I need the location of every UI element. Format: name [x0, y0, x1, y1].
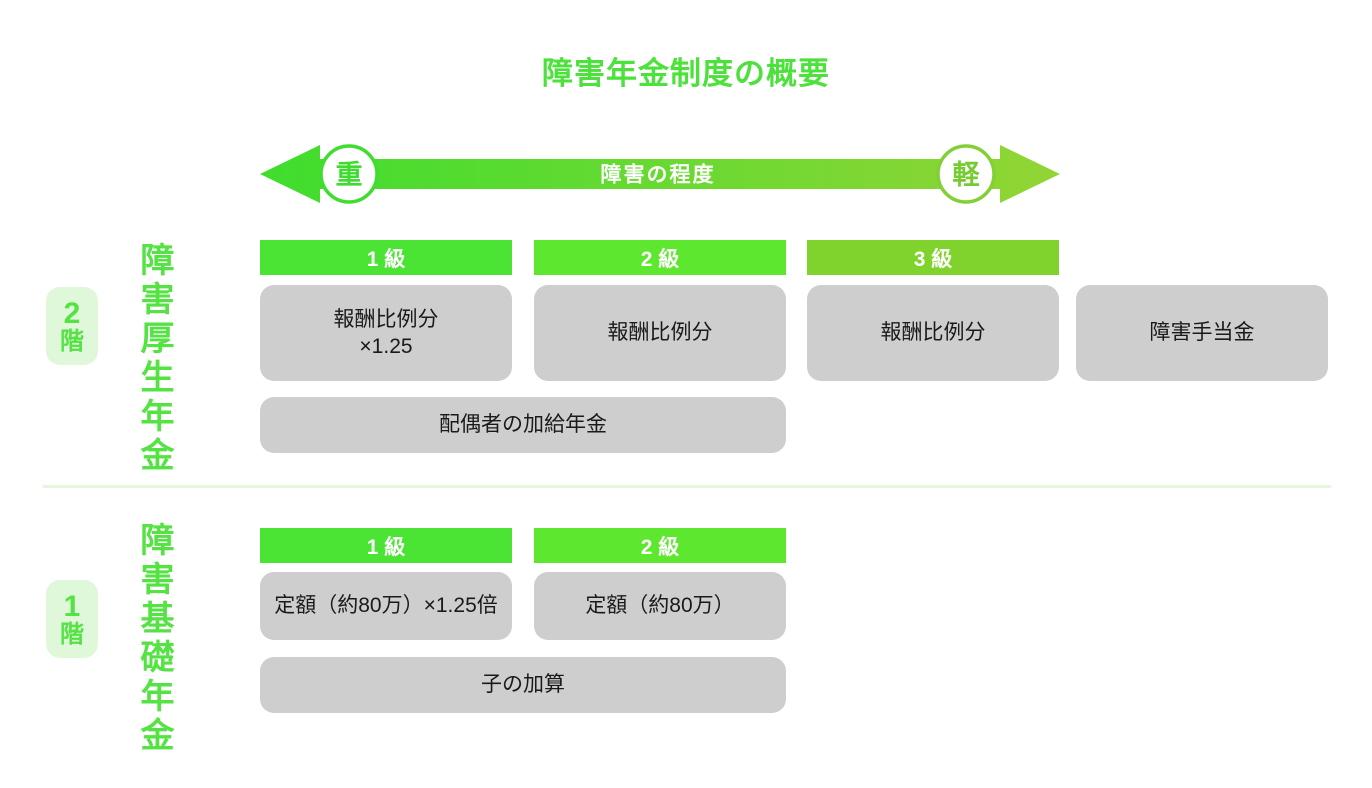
grade-header-1kyu-upper: 1 級	[260, 240, 512, 275]
floor-number: 2	[63, 296, 81, 330]
floor-badge-2: 2 階	[46, 287, 98, 365]
benefit-box: 定額（約80万）×1.25倍	[260, 572, 512, 640]
floor-number: 1	[63, 589, 81, 623]
severity-axis: 重 軽 障害の程度	[258, 139, 1062, 209]
benefit-box: 報酬比例分	[807, 285, 1059, 381]
floor-badge-1: 1 階	[46, 580, 98, 658]
axis-label: 障害の程度	[601, 163, 716, 187]
grade-header-1kyu-lower: 1 級	[260, 528, 512, 563]
spouse-addition-box: 配偶者の加給年金	[260, 397, 786, 453]
benefit-box: 障害手当金	[1076, 285, 1328, 381]
grade-header-2kyu-lower: 2 級	[534, 528, 786, 563]
child-addition-box: 子の加算	[260, 657, 786, 713]
benefit-box: 報酬比例分 ×1.25	[260, 285, 512, 381]
benefit-box: 報酬比例分	[534, 285, 786, 381]
heavy-circle	[319, 144, 379, 204]
double-arrow-icon: 重 軽 障害の程度	[260, 144, 1060, 204]
tier-name-kiso: 障害基礎年金	[135, 522, 173, 756]
light-label: 軽	[953, 160, 981, 190]
tier-divider	[43, 485, 1331, 488]
tier-name-kousei: 障害厚生年金	[135, 242, 173, 476]
light-circle	[936, 144, 996, 204]
heavy-label: 重	[336, 160, 363, 190]
floor-suffix: 階	[60, 328, 84, 356]
floor-suffix: 階	[60, 621, 84, 649]
benefit-box: 定額（約80万）	[534, 572, 786, 640]
grade-header-2kyu-upper: 2 級	[534, 240, 786, 275]
page-title: 障害年金制度の概要	[542, 56, 830, 91]
grade-header-3kyu-upper: 3 級	[807, 240, 1059, 275]
arrow-body	[260, 145, 1060, 203]
